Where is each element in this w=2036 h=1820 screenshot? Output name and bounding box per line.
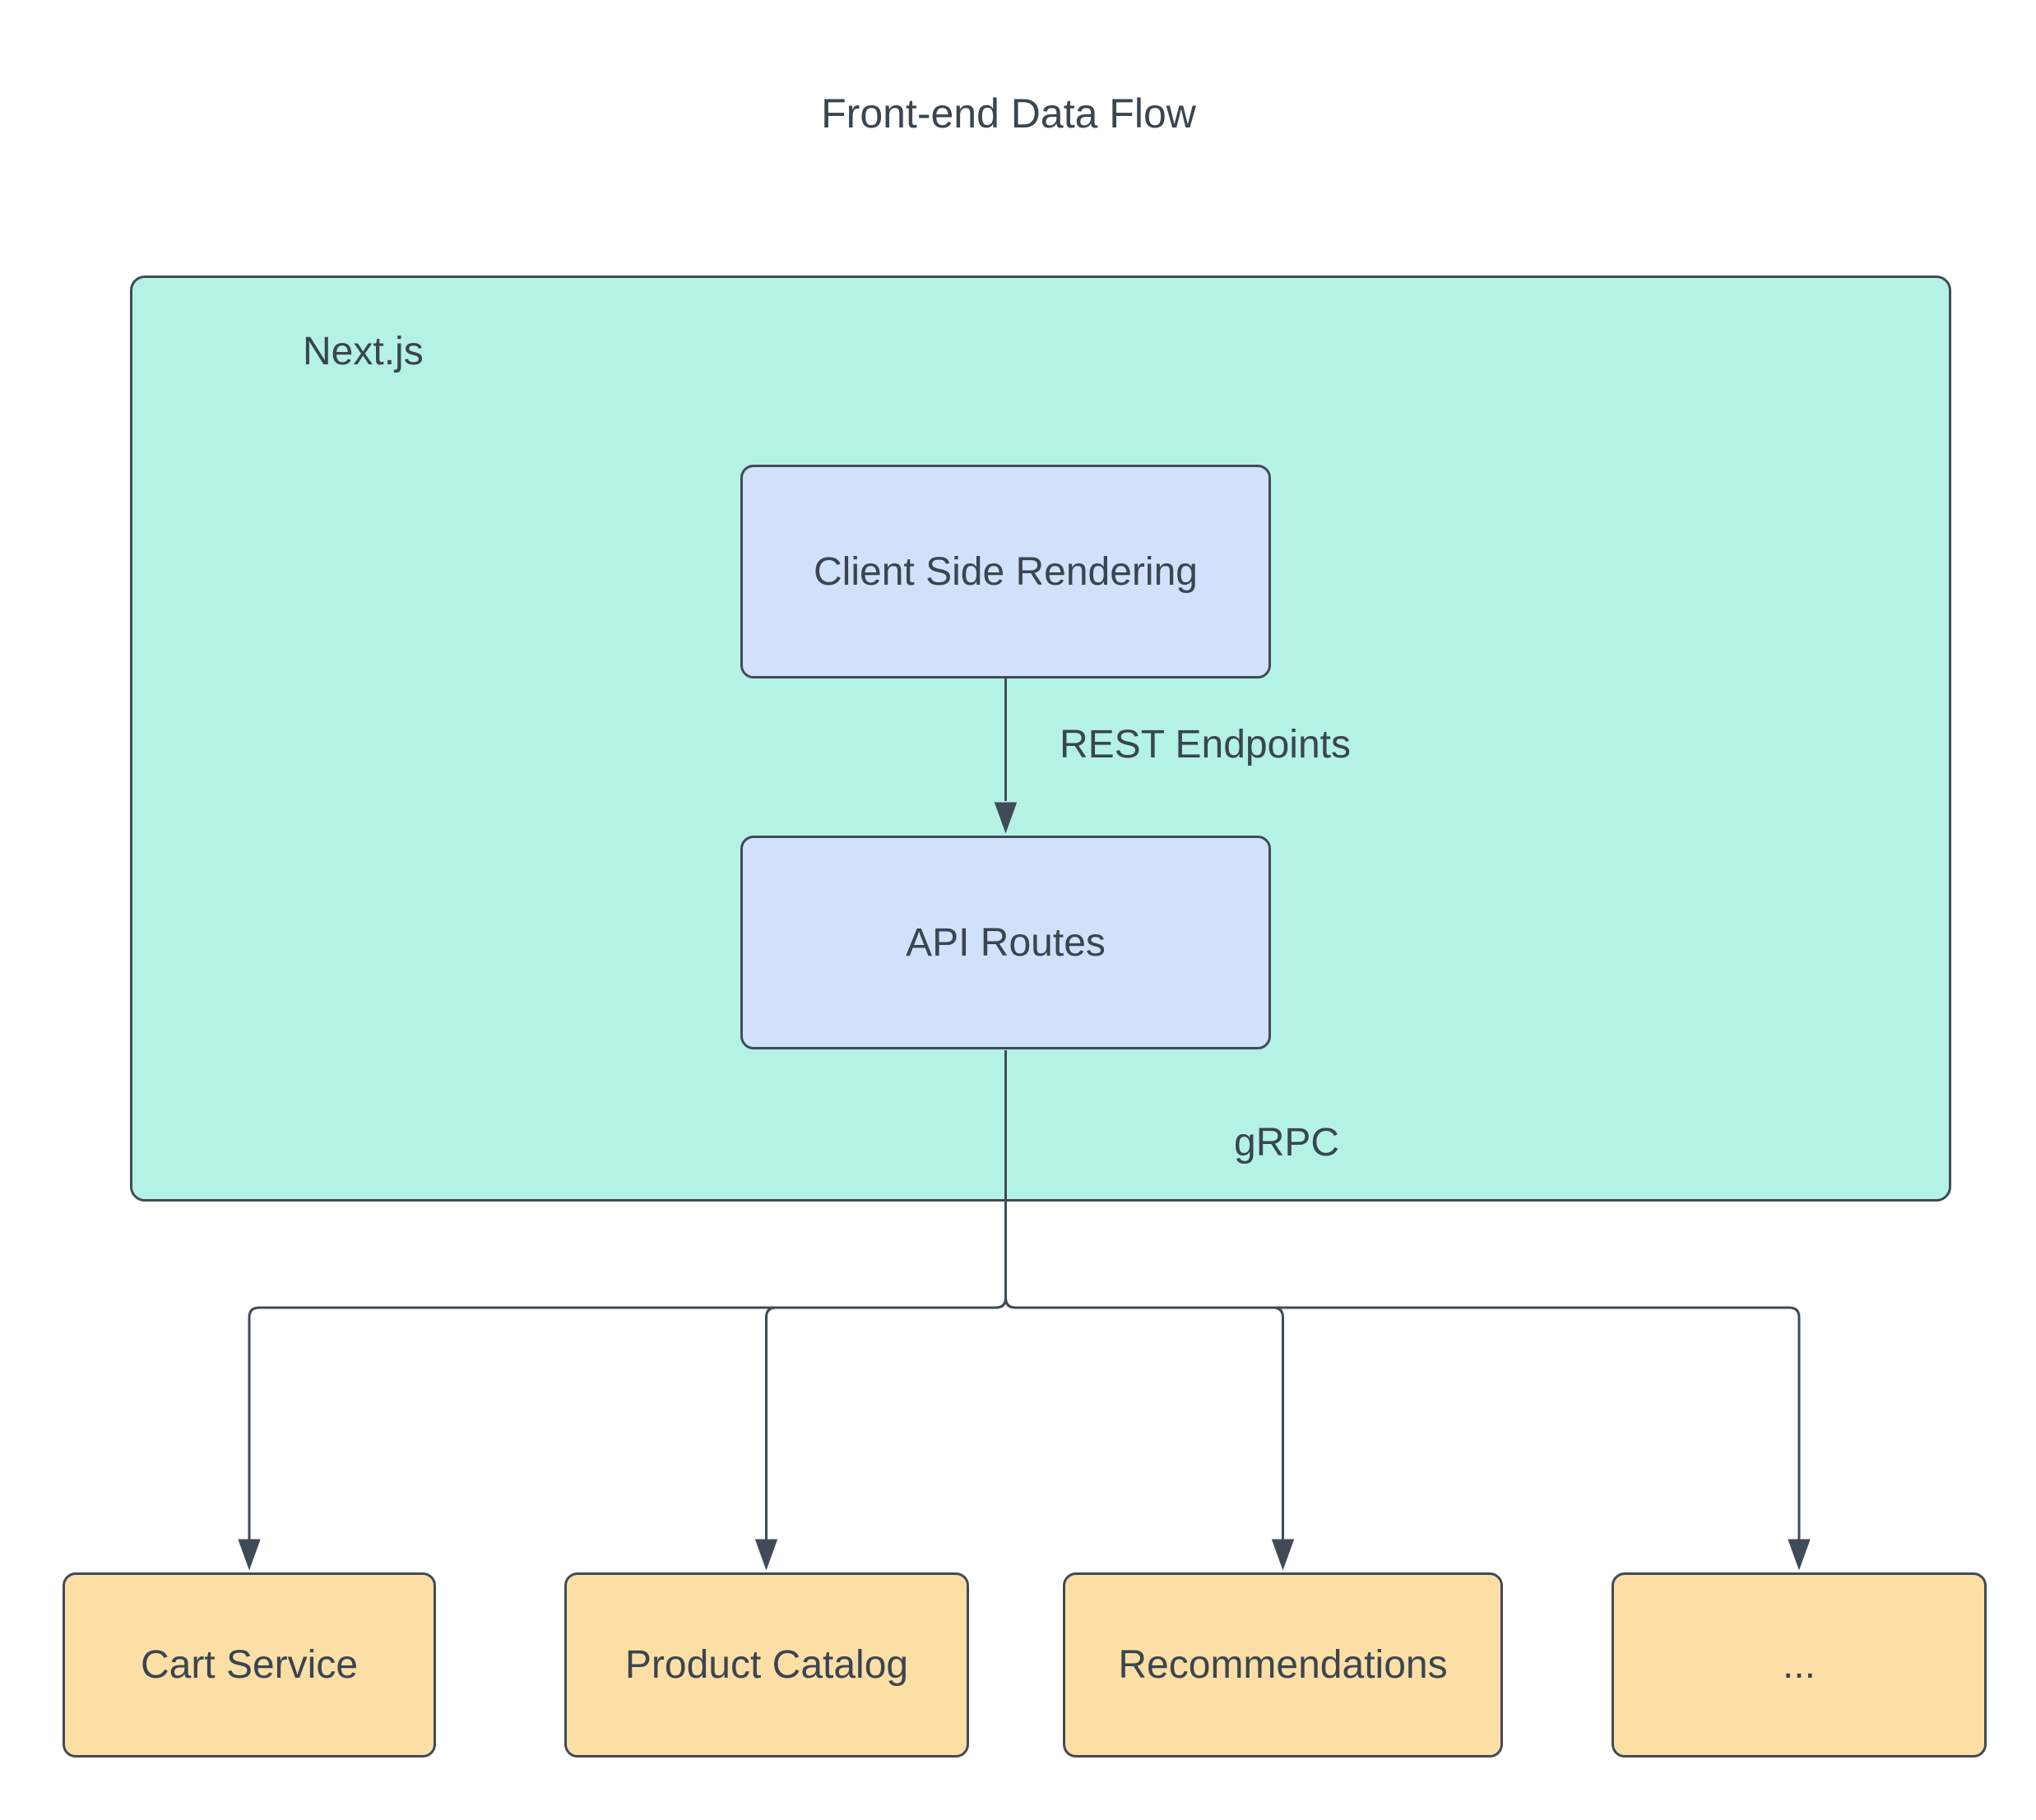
nextjs-group-label: Next.js <box>303 330 424 373</box>
page-title: Front-end Data Flow <box>821 90 1196 137</box>
arrowhead-product-catalog <box>754 1539 778 1571</box>
node-cart-service-label: Cart Service <box>140 1643 359 1687</box>
node-product-catalog: Product Catalog <box>564 1572 969 1757</box>
arrowhead-cart-service <box>238 1539 261 1571</box>
node-api-routes: API Routes <box>740 836 1271 1049</box>
node-more-services-label: ... <box>1782 1643 1816 1687</box>
nextjs-group: Next.js <box>130 276 1951 1202</box>
edge-label-rest-endpoints: REST Endpoints <box>1060 723 1351 766</box>
node-recommendations-label: Recommendations <box>1118 1643 1448 1687</box>
arrowhead-recommendations <box>1271 1539 1295 1571</box>
node-client-side-rendering: Client Side Rendering <box>740 465 1271 678</box>
node-product-catalog-label: Product Catalog <box>624 1643 909 1687</box>
node-api-routes-label: API Routes <box>906 920 1106 965</box>
arrowhead-more <box>1788 1539 1811 1571</box>
node-recommendations: Recommendations <box>1063 1572 1503 1757</box>
node-more-services: ... <box>1612 1572 1987 1757</box>
node-client-side-rendering-label: Client Side Rendering <box>814 549 1198 594</box>
node-cart-service: Cart Service <box>63 1572 436 1757</box>
edge-label-grpc: gRPC <box>1234 1121 1340 1165</box>
